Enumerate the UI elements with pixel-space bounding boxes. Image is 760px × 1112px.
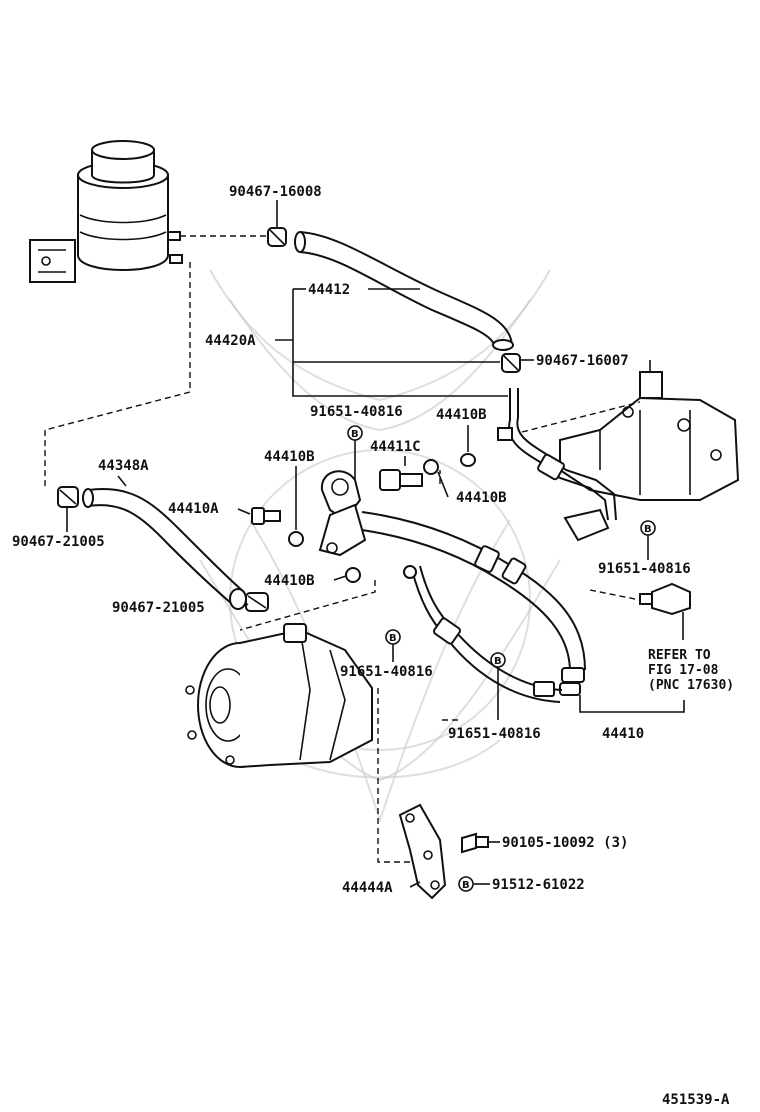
hose-44348A <box>82 488 247 610</box>
clamp-90467-16007 <box>501 353 521 373</box>
label-44411C: 44411C <box>370 439 421 455</box>
clamp-90467-21005-mid <box>245 592 269 612</box>
svg-text:B: B <box>351 429 359 440</box>
svg-text:B: B <box>494 656 502 667</box>
union-bolt-44411C <box>379 469 423 491</box>
clamp-90467-21005-left <box>57 486 79 508</box>
label-44410: 44410 <box>602 726 644 742</box>
group-bracket-44420A <box>292 288 508 397</box>
label-44410B-low: 44410B <box>264 573 315 589</box>
clamp-90467-16008 <box>267 227 287 247</box>
label-44444A: 44444A <box>342 880 393 896</box>
label-44348A: 44348A <box>98 458 149 474</box>
reservoir-tank <box>29 140 183 283</box>
washer-44410B-mid <box>423 459 439 475</box>
union-bolt-44410A <box>251 507 281 525</box>
bracket-44444A <box>398 803 447 900</box>
label-91651-40816-top: 91651-40816 <box>310 404 403 420</box>
label-90467-16007: 90467-16007 <box>536 353 629 369</box>
svg-text:B: B <box>644 524 652 535</box>
pressure-switch <box>639 582 691 616</box>
label-90467-16008: 90467-16008 <box>229 184 322 200</box>
label-refer-line3: (PNC 17630) <box>648 678 734 693</box>
power-steering-pump <box>185 623 373 768</box>
bolt-marker-b-top: B <box>347 425 363 441</box>
label-44410B-right: 44410B <box>456 490 507 506</box>
washer-44410B-low <box>345 567 361 583</box>
label-refer-line1: REFER TO <box>648 648 711 663</box>
label-90467-21005-left: 90467-21005 <box>12 534 105 550</box>
label-91651-40816-right: 91651-40816 <box>598 561 691 577</box>
label-91512-61022: 91512-61022 <box>492 877 585 893</box>
leader-reservoir-return <box>44 262 191 490</box>
label-44410B-top: 44410B <box>436 407 487 423</box>
bolt-marker-b-right: B <box>640 520 656 536</box>
svg-text:B: B <box>389 633 397 644</box>
diagram-code: 451539-A <box>662 1092 730 1108</box>
steering-gear-housing <box>559 360 740 501</box>
label-91651-40816-pump: 91651-40816 <box>340 664 433 680</box>
label-refer-line2: FIG 17-08 <box>648 663 719 678</box>
bolt-marker-b-bottom: B <box>490 652 506 668</box>
svg-text:B: B <box>462 880 470 891</box>
label-44410B-mid: 44410B <box>264 449 315 465</box>
bolt-marker-b-91512: B <box>458 876 474 892</box>
hose-44412 <box>294 231 514 351</box>
label-44412: 44412 <box>308 282 350 298</box>
return-tube <box>403 565 563 703</box>
label-91651-40816-bottom: 91651-40816 <box>448 726 541 742</box>
washer-44410B-top <box>460 453 476 467</box>
label-44410A: 44410A <box>168 501 219 517</box>
label-90467-21005-mid: 90467-21005 <box>112 600 205 616</box>
tube-bracket <box>563 508 610 542</box>
bolt-90105-10092 <box>461 832 489 854</box>
label-90105-10092: 90105-10092 (3) <box>502 835 628 851</box>
label-44420A: 44420A <box>205 333 256 349</box>
hose-44410 <box>361 511 586 696</box>
washer-44410B-left <box>288 531 304 547</box>
leader-pump-bracket <box>377 688 420 863</box>
leader-gear-top <box>521 401 641 433</box>
pump-outlet-bracket <box>318 470 367 557</box>
bolt-marker-b-pump: B <box>385 629 401 645</box>
tube-44410-upper <box>497 388 617 521</box>
